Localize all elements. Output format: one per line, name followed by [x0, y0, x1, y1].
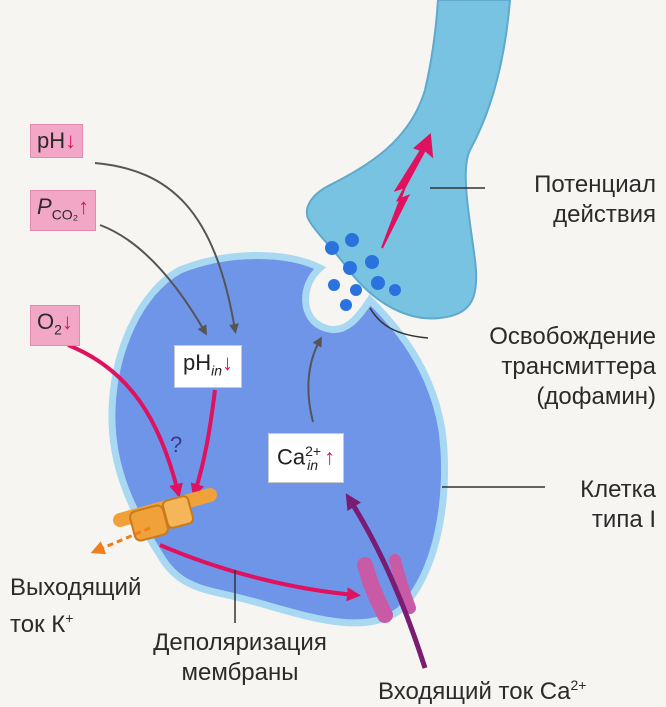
up-arrow-icon: ↑ [78, 194, 90, 219]
k-current-superscript: + [65, 610, 74, 626]
ph-in-box: pHin↓ [174, 345, 243, 389]
k-current-line1: Выходящий [10, 574, 142, 601]
depol-line1: Деполяризация [153, 629, 327, 656]
k-current-line2: ток К [10, 611, 66, 638]
transmitter-line3: (дофамин) [536, 383, 656, 410]
question-mark: ? [170, 432, 183, 457]
ph-in-subscript: in [211, 362, 223, 379]
lightning-arrow-icon [381, 132, 434, 249]
ph-to-phin-arrow [94, 162, 239, 334]
o2-subscript: 2 [54, 321, 62, 338]
ca-in-superscript: 2+ [305, 443, 322, 459]
action-potential-line2: действия [553, 201, 656, 228]
down-arrow-icon: ↓ [65, 128, 77, 153]
cell-type-line2: типа I [591, 506, 656, 533]
ca-current-superscript: 2+ [570, 677, 587, 693]
depol-line2: мембраны [181, 659, 299, 686]
down-arrow-icon: ↓ [222, 350, 234, 375]
transmitter-line2: трансмиттера [501, 353, 656, 380]
pco2-stimulus-box: PCO₂↑ [30, 190, 97, 232]
o2-to-channel-arrow [67, 343, 183, 498]
calcium-channel [357, 554, 416, 623]
ca-current-arrow [345, 493, 428, 669]
nerve-terminal [305, 0, 512, 320]
pco2-label: P [37, 194, 52, 219]
ph-label: pH [37, 128, 66, 153]
cell-type-line1: Клетка [580, 476, 656, 503]
up-arrow-icon: ↑ [318, 444, 336, 470]
o2-label: O [37, 309, 55, 334]
ph-stimulus-box: pH↓ [30, 124, 84, 158]
depolarization-label: Деполяризация мембраны [120, 628, 360, 688]
ca-in-subscript: in [307, 456, 318, 473]
down-arrow-icon: ↓ [61, 309, 73, 334]
transmitter-release-label: Освобождение трансмиттера (дофамин) [430, 322, 656, 412]
ca-in-label: Ca [277, 444, 306, 470]
ca-to-release-arrow [307, 336, 322, 423]
ca-in-box: Ca2+in ↑ [268, 433, 345, 483]
ca-current-label: Входящий ток Ca2+ [378, 670, 586, 707]
action-potential-line1: Потенциал [534, 171, 656, 198]
depolarization-arrow [159, 543, 361, 602]
cell-type-label: Клетка типа I [520, 475, 656, 535]
release-leader [369, 307, 429, 339]
action-potential-label: Потенциал действия [486, 170, 656, 230]
ph-in-label: pH [183, 350, 212, 375]
pco2-subscript: CO₂ [51, 206, 79, 223]
transmitter-line1: Освобождение [489, 323, 656, 350]
transmitter-vesicles [325, 233, 401, 311]
pco2-to-phin-arrow [99, 224, 207, 336]
ca-current-text: Входящий ток Ca [378, 678, 571, 705]
k-current-label: Выходящий ток К+ [10, 573, 141, 640]
o2-stimulus-box: O2↓ [30, 305, 80, 347]
phin-to-channel-arrow [190, 389, 217, 498]
